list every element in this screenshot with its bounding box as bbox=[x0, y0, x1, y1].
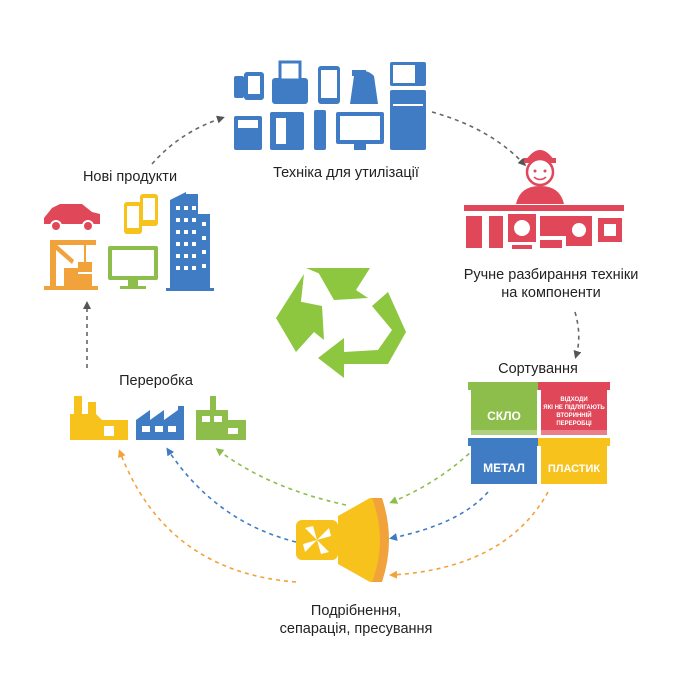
bin-glass-label: СКЛО bbox=[487, 409, 521, 423]
label-new-products: Нові продукти bbox=[82, 169, 178, 185]
label-dismantling-2: на компоненти bbox=[501, 285, 601, 301]
arrow-plastic-to-shredder bbox=[389, 491, 549, 579]
arrow-dismantling-to-sorting bbox=[573, 311, 582, 359]
factory-blue bbox=[136, 406, 184, 440]
monitor-icon bbox=[108, 246, 158, 289]
material-arrows bbox=[118, 447, 549, 583]
components-icon bbox=[466, 214, 622, 249]
bin-metal bbox=[471, 444, 537, 484]
bin-plastic-label: ПЛАСТИК bbox=[548, 463, 601, 475]
bin-plastic bbox=[541, 444, 607, 484]
arrow-shredder-to-yellow-factory bbox=[118, 449, 297, 583]
bin-waste-label-2: ЯКІ НЕ ПІДЛЯГАЮТЬ bbox=[543, 405, 605, 411]
arrow-equipment-to-dismantling bbox=[431, 111, 527, 167]
recycle-icon bbox=[276, 268, 406, 378]
factory-icon bbox=[70, 396, 246, 440]
label-sorting: Сортування bbox=[498, 361, 578, 377]
cycle-arrows bbox=[83, 111, 582, 368]
skyscraper-icon bbox=[166, 192, 214, 291]
appliances-icon bbox=[234, 60, 426, 150]
bin-glass bbox=[471, 388, 537, 430]
bin-waste-label-4: ПЕРЕРОБЦІ bbox=[556, 421, 592, 427]
bins-icon: СКЛО ВІДХОДИ ЯКІ НЕ ПІДЛЯГАЮТЬ ВТОРИННІЙ… bbox=[468, 382, 610, 484]
label-equipment: Техніка для утилізації bbox=[273, 165, 419, 181]
label-shredding-1: Подрібнення, bbox=[310, 603, 402, 619]
car-icon bbox=[44, 204, 100, 224]
bin-waste bbox=[541, 388, 607, 430]
arrow-shredder-to-blue-factory bbox=[166, 447, 297, 543]
bin-waste-label-3: ВТОРИННІЙ bbox=[556, 411, 591, 419]
crane-icon bbox=[44, 240, 98, 290]
label-dismantling-1: Ручне разбирання техніки bbox=[463, 267, 639, 283]
label-processing: Переробка bbox=[119, 373, 193, 389]
bin-waste-label-1: ВІДХОДИ bbox=[560, 397, 587, 403]
shredder-icon bbox=[296, 498, 389, 582]
factory-yellow bbox=[70, 396, 128, 440]
label-shredding-2: сепарація, пресування bbox=[279, 621, 433, 637]
arrow-products-to-equipment bbox=[151, 115, 225, 165]
bin-metal-label: МЕТАЛ bbox=[483, 461, 525, 475]
factory-green bbox=[196, 396, 246, 440]
arrow-shredder-to-green-factory bbox=[215, 448, 347, 506]
products-icon bbox=[44, 192, 214, 291]
worker-icon bbox=[464, 150, 624, 211]
arrow-glass-to-shredder bbox=[389, 447, 476, 504]
arrow-metal-to-shredder bbox=[389, 491, 489, 541]
